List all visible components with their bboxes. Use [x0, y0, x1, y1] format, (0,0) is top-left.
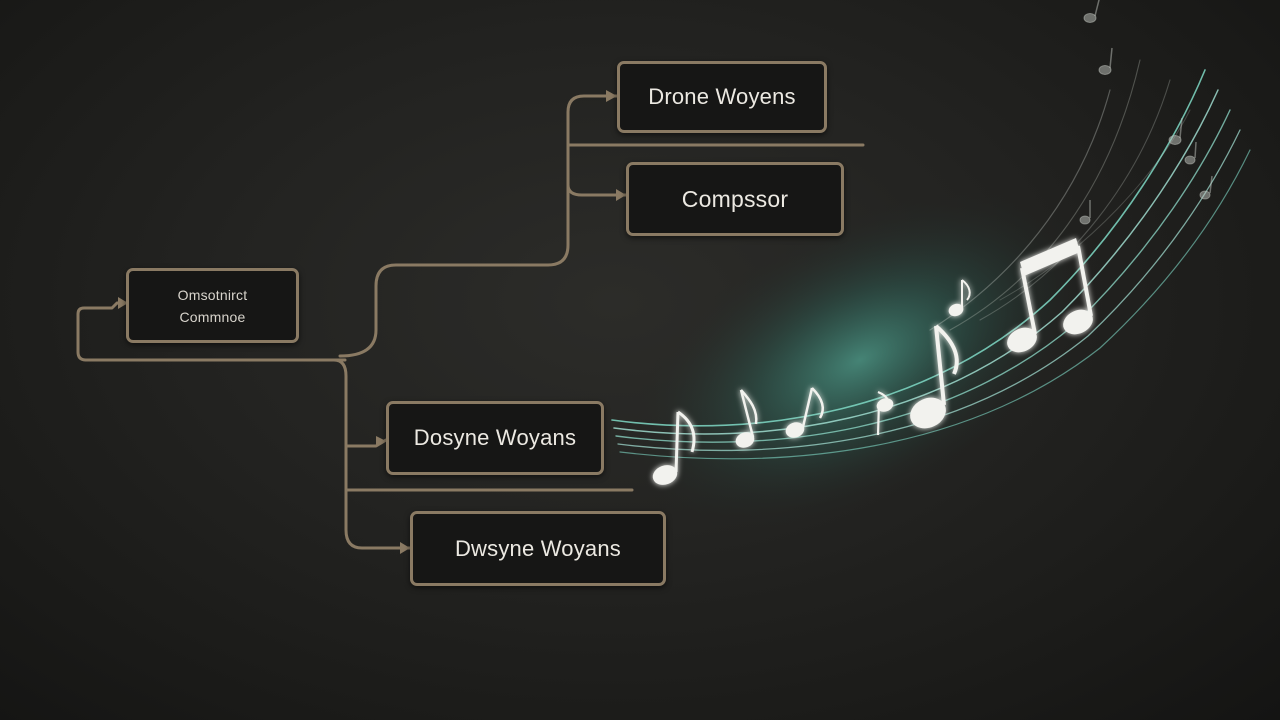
connector-branch-up: [338, 94, 619, 358]
node-composer: Compssor: [626, 162, 844, 236]
connector-composer: [566, 183, 628, 197]
note-6: [948, 279, 971, 317]
note-3: [785, 387, 824, 438]
note-7-beamed: [1007, 238, 1093, 353]
node-dwsyne-woyans: Dwsyne Woyans: [410, 511, 666, 586]
faint-notes: [1079, 0, 1213, 225]
node-label: Drone Woyens: [648, 84, 796, 109]
node-drone-woyens: Drone Woyens: [617, 61, 827, 133]
node-dosyne-woyans: Dosyne Woyans: [386, 401, 604, 475]
node-label: Dosyne Woyans: [413, 425, 577, 450]
node-label: Compssor: [681, 185, 789, 212]
node-label: Omsotnirct Commnoe: [177, 286, 248, 325]
music-notes: [652, 238, 1093, 485]
node-root: Omsotnirct Commnoe: [126, 268, 299, 343]
note-4: [876, 390, 894, 436]
note-5: [910, 324, 959, 429]
connector-branch-down: [332, 358, 412, 550]
node-label: Dwsyne Woyans: [454, 535, 622, 561]
note-2: [735, 389, 758, 448]
connector-root-loop: [76, 301, 332, 362]
note-1: [652, 410, 696, 485]
